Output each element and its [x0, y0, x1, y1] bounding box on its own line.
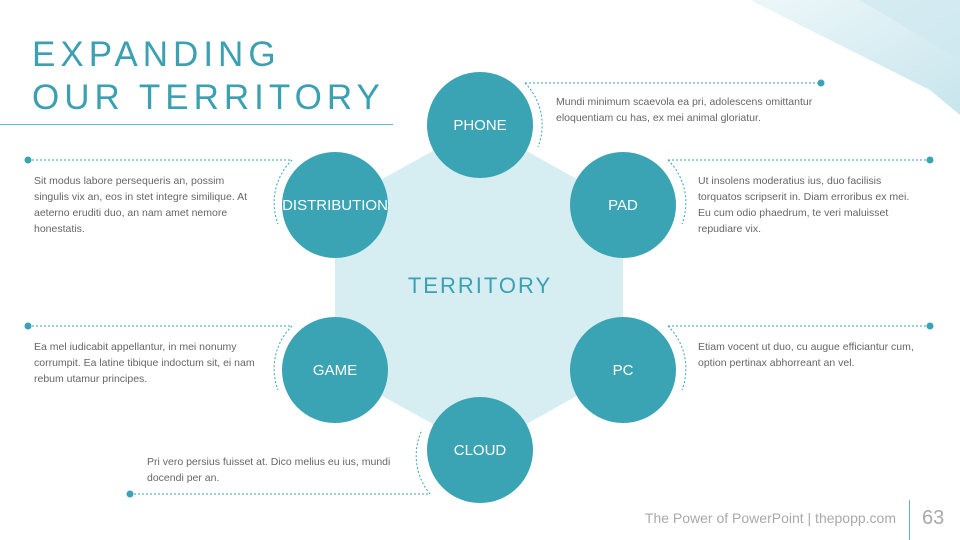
- connector-dot: [926, 156, 934, 164]
- desc-pad: Ut insolens moderatius ius, duo facilisi…: [698, 175, 910, 235]
- connector-arc: [667, 159, 687, 225]
- connector-dot: [926, 322, 934, 330]
- node-circle-pad: [570, 152, 676, 258]
- node-label-pad: PAD: [608, 196, 638, 214]
- corner-decoration: [860, 0, 960, 60]
- node-label-cloud: CLOUD: [453, 441, 507, 459]
- desc-phone: Mundi minimum scaevola ea pri, adolescen…: [556, 96, 813, 124]
- territory-hexagon: [335, 125, 623, 450]
- node-label-phone: PHONE: [453, 116, 507, 134]
- node-circle-cloud: [427, 397, 533, 503]
- page-title-line1: EXPANDING: [32, 35, 281, 74]
- center-label: TERRITORY: [407, 273, 553, 298]
- footer-divider: [909, 500, 910, 540]
- connector-arc: [524, 82, 543, 148]
- connector-dot: [24, 322, 32, 330]
- desc-distribution: Sit modus labore persequeris an, possim …: [34, 175, 248, 235]
- node-label-pc: PC: [612, 361, 634, 379]
- connector-arc: [273, 159, 293, 225]
- desc-pc: Etiam vocent ut duo, cu augue efficiantu…: [698, 341, 914, 369]
- connector-dot: [126, 490, 134, 498]
- connector-arc: [667, 325, 687, 391]
- desc-game: Ea mel iudicabit appellantur, in mei non…: [34, 341, 255, 385]
- page-title-line2: OUR TERRITORY: [32, 78, 385, 117]
- connector-dot: [817, 79, 825, 87]
- page-number: 63: [922, 507, 945, 529]
- corner-decoration: [750, 0, 960, 115]
- connector-dot: [24, 156, 32, 164]
- node-circle-pc: [570, 317, 676, 423]
- desc-cloud: Pri vero persius fuisset at. Dico melius…: [147, 456, 391, 484]
- connector-arc: [273, 325, 293, 391]
- footer-text: The Power of PowerPoint | thepopp.com: [644, 510, 896, 526]
- node-circle-distribution: [282, 152, 388, 258]
- node-circle-phone: [427, 72, 533, 178]
- node-label-game: GAME: [312, 361, 358, 379]
- node-label-distribution: DISTRIBUTION: [282, 196, 388, 214]
- connector-arc: [415, 429, 431, 495]
- node-circle-game: [282, 317, 388, 423]
